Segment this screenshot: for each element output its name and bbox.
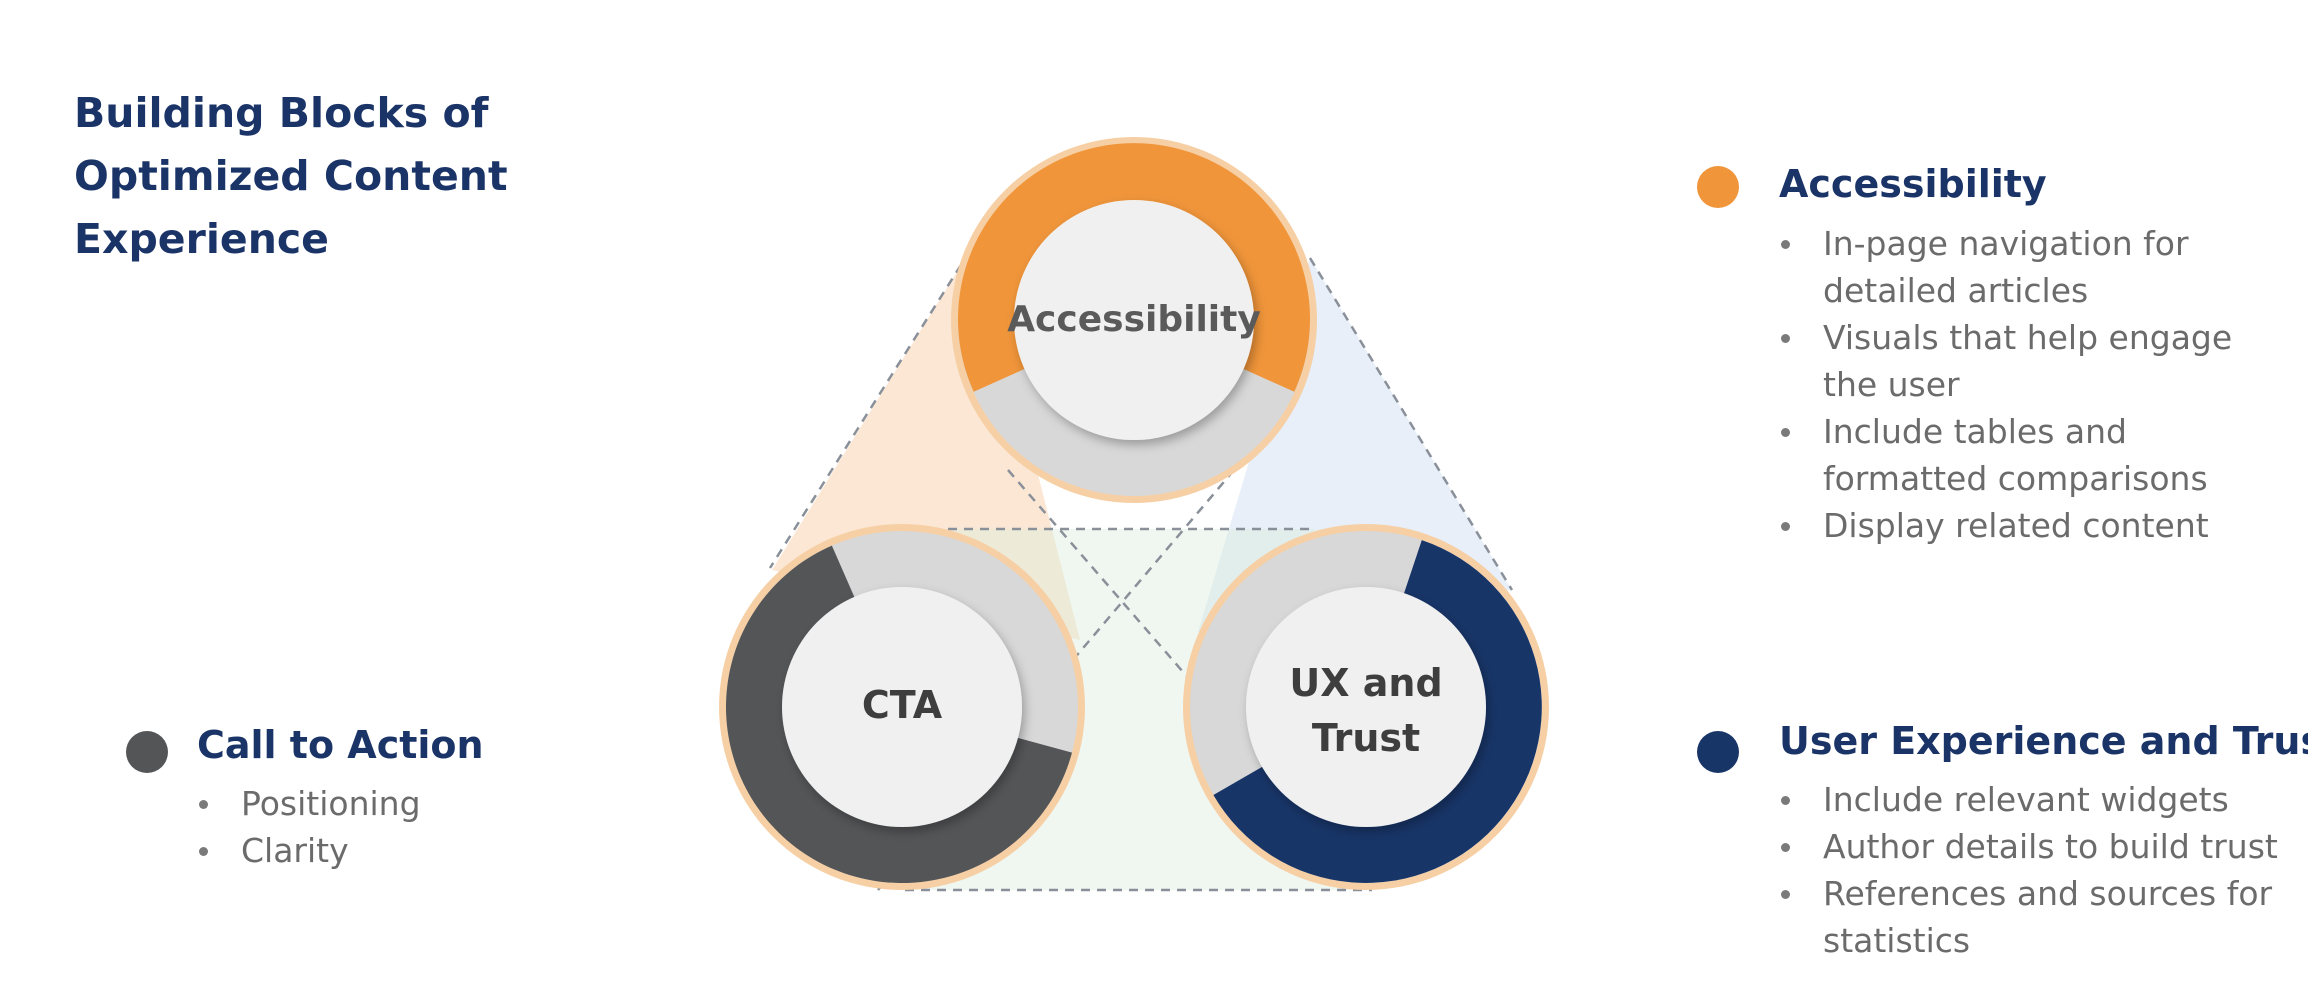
ux-dot-icon [1697,731,1739,773]
list-item: Include tables and formatted comparisons [1779,408,2279,502]
accessibility-circle: Accessibility [951,137,1317,503]
list-item: Clarity [197,827,537,874]
cta-circle: CTA [719,524,1085,890]
page-title: Building Blocks of Optimized Content Exp… [74,89,508,263]
list-item: Display related content [1779,502,2279,549]
cta-heading: Call to Action [197,723,484,767]
list-item: In-page navigation for detailed articles [1779,220,2279,314]
ux-trust-circle: UX and Trust [1183,524,1549,890]
ux-heading: User Experience and Trust [1779,719,2308,763]
accessibility-dot-icon [1697,166,1739,208]
ux-trust-legend: User Experience and Trust Include releva… [1697,713,2308,973]
ux-circle-label-line1: UX and [1289,661,1442,705]
cta-dot-icon [126,731,168,773]
ux-circle-label-line2: Trust [1312,716,1420,760]
list-item: References and sources for statistics [1779,870,2279,964]
cta-bullet-list: Positioning Clarity [197,780,537,874]
list-item: Author details to build trust [1779,823,2279,870]
list-item: Positioning [197,780,537,827]
list-item: Visuals that help engage the user [1779,314,2279,408]
cta-legend: Call to Action Positioning Clarity [126,717,546,877]
accessibility-ring-arc [958,143,1310,392]
accessibility-heading: Accessibility [1779,162,2047,206]
accessibility-bullet-list: In-page navigation for detailed articles… [1779,220,2279,549]
accessibility-circle-label: Accessibility [1007,299,1261,340]
ux-bullet-list: Include relevant widgets Author details … [1779,776,2279,964]
list-item: Include relevant widgets [1779,776,2279,823]
cta-circle-label: CTA [862,683,943,727]
accessibility-legend: Accessibility In-page navigation for det… [1697,155,2297,555]
